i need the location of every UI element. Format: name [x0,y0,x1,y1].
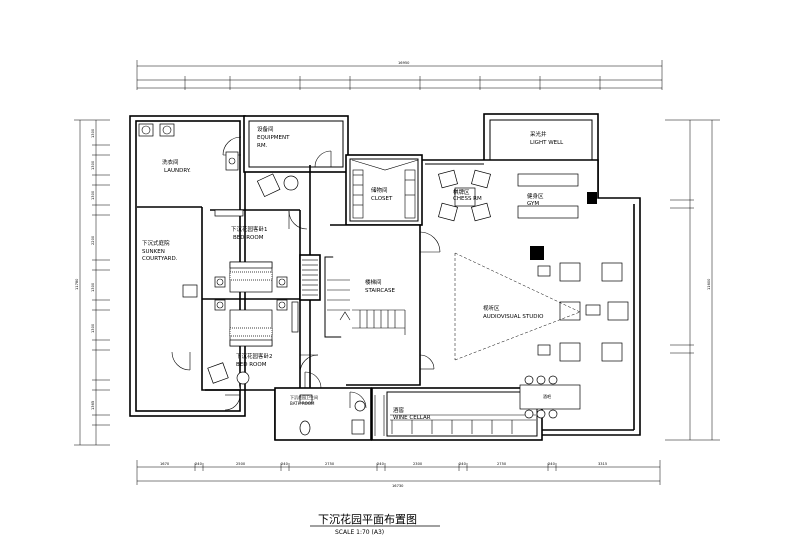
chess-label-cn: 棋牌区 [453,188,470,196]
dim-right-total: 11600 [707,278,711,290]
dim-left-2: 1300 [91,160,95,170]
dim-left-6: 2200 [91,235,95,245]
staircase-label-en: STAIRCASE [365,288,395,294]
bed1-label-cn: 下沉花园客卧1 [231,225,268,233]
sunken-label-cn: 下沉式庭院 [142,239,170,247]
dim-left-0: 1300 [91,128,95,138]
av-label-cn: 视听区 [483,304,500,312]
room-labels: 洗衣间 LAUNDRY. 设备间 EQUIPMENT RM. 采光井 LIGHT… [142,125,564,421]
left-dimension-lines: 11780 1300 1300 1300 2200 1300 1300 1365 [74,119,110,446]
dim-seg-1: 240 [195,462,203,466]
chess-label-en: CHESS RM [453,196,482,202]
wine-label-en: WINE CELLAR [393,415,431,421]
bar-label-cn: 酒吧 [543,393,551,399]
dim-seg-4: 2750 [325,462,335,466]
dim-left-10: 1300 [91,323,95,333]
closet-label-cn: 储物间 [371,186,388,194]
dim-seg-0: 1670 [160,462,170,466]
dim-top-total: 16950 [398,61,410,65]
bed2-label-cn: 下沉花园客卧2 [236,352,273,360]
staircase-label-cn: 楼梯间 [365,278,382,286]
laundry-label-cn: 洗衣间 [162,158,179,166]
equipment-label-en2: RM. [257,143,268,149]
dim-seg-9: 240 [548,462,556,466]
doors [171,136,441,411]
laundry-label-en: LAUNDRY. [164,168,191,174]
gym-label-en: GYM [527,201,539,207]
dim-seg-3: 240 [281,462,289,466]
dim-bottom-total: 16730 [392,484,404,488]
wine-label-cn: 酒窖 [393,406,405,414]
lightwell-label-en: LIGHT WELL [530,140,564,146]
equipment-label-en1: EQUIPMENT [257,135,290,141]
dim-seg-5: 240 [377,462,385,466]
bed2-label-en: BED ROOM [236,362,267,368]
bottom-dimension-lines: 1670 240 2500 240 2750 240 2300 240 2750… [136,460,661,488]
dim-seg-10: 3315 [598,462,607,466]
furniture [138,123,629,436]
dim-seg-2: 2500 [236,462,246,466]
bath-label-cn: 下沉花园卫生间 [290,394,318,400]
bed1-label-en: BED ROOM [233,235,264,241]
closet-label-en: CLOSET [371,196,393,202]
sunken-label-en1: SUNKEN [142,249,165,255]
dim-left-4: 1300 [91,190,95,200]
dim-seg-6: 2300 [413,462,423,466]
av-label-en: AUDIOVISUAL STUDIO [483,314,544,320]
lightwell-label-cn: 采光井 [530,130,547,138]
sunken-label-en2: COURTYARD. [142,256,178,262]
right-dimension-lines: 11600 [665,119,720,441]
dim-left-total: 11780 [75,278,79,290]
dim-seg-8: 2750 [497,462,507,466]
dim-left-8: 1300 [91,282,95,292]
drawing-title: 下沉花园平面布置图 [318,513,417,526]
drawing-scale: SCALE 1:70 (A3) [335,529,384,536]
equipment-label-cn: 设备间 [257,125,274,133]
dim-left-12: 1365 [91,401,95,410]
top-dimension-lines: 16950 [136,60,663,90]
dim-seg-7: 240 [459,462,467,466]
walls [129,113,641,441]
title-block: 下沉花园平面布置图 SCALE 1:70 (A3) [310,513,440,536]
bath-label-en: BATH ROOM [290,401,315,406]
gym-label-cn: 健身区 [527,192,544,200]
